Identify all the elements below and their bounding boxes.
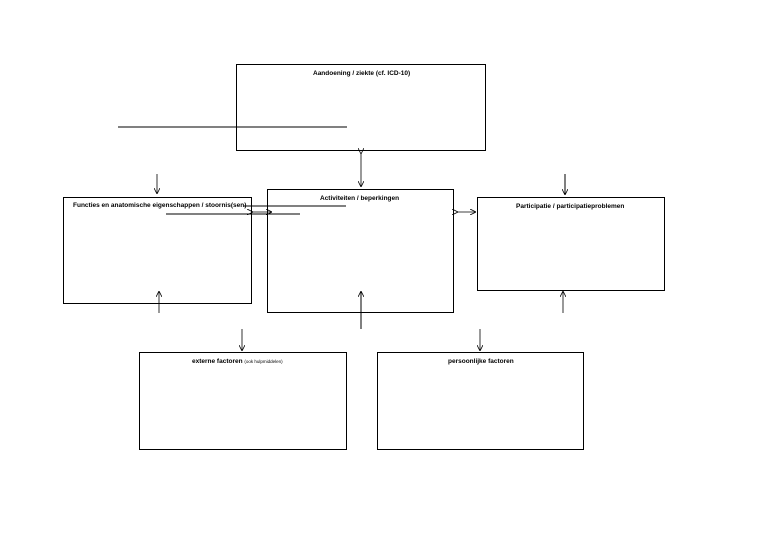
- condition-box: [236, 64, 486, 151]
- functions-box: [63, 197, 252, 304]
- external-factors-title: externe factoren (ook hulpmiddelen): [192, 358, 283, 365]
- activities-title: Activiteiten / beperkingen: [320, 195, 400, 202]
- personal-factors-box: [377, 352, 584, 450]
- condition-title: Aandoening / ziekte (cf. ICD-10): [313, 70, 411, 77]
- external-factors-label: externe factoren: [192, 358, 243, 365]
- participation-box: [477, 197, 665, 291]
- external-factors-note: (ook hulpmiddelen): [244, 359, 283, 364]
- functions-title: Functies en anatomische eigenschappen / …: [73, 202, 247, 209]
- participation-title: Participatie / participatieproblemen: [516, 203, 625, 210]
- personal-factors-title: persoonlijke factoren: [448, 358, 514, 365]
- activities-box: [267, 189, 454, 313]
- external-factors-box: [139, 352, 347, 450]
